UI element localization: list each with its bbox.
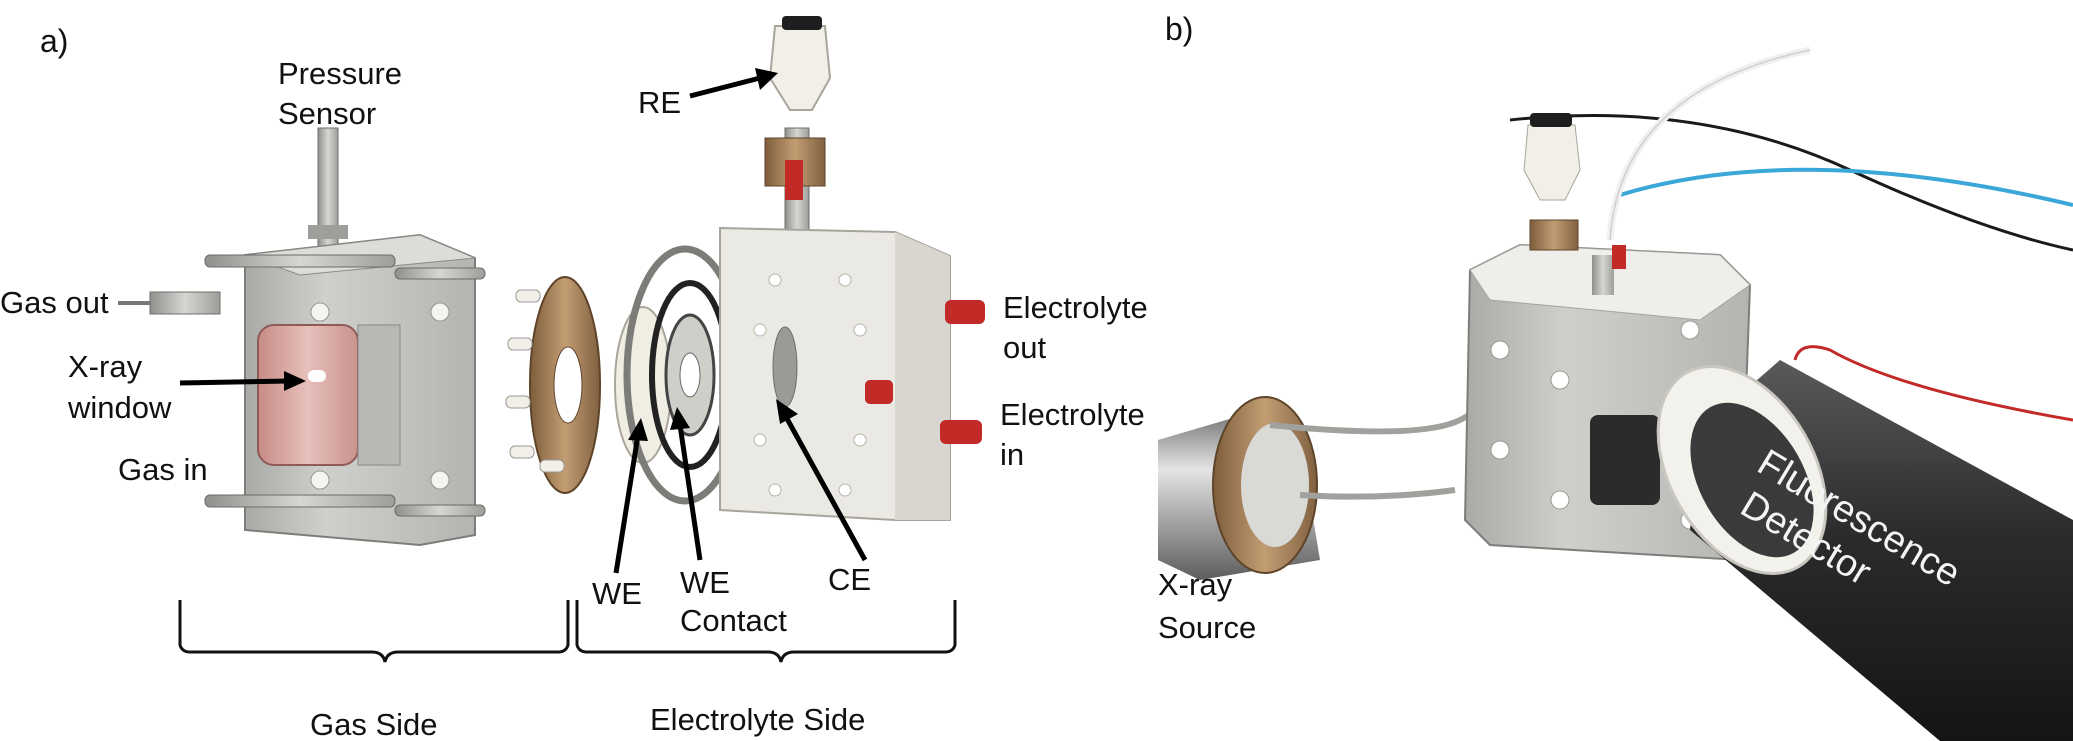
- xray-source-label-1: X-ray: [1158, 567, 1233, 602]
- pressure-sensor-label-2: Sensor: [278, 96, 376, 131]
- we-contact-arrowhead: [670, 407, 690, 430]
- we-contact-label-2: Contact: [680, 603, 787, 638]
- cell-assembly: [1463, 113, 1752, 562]
- electrolyte-out-label-2: out: [1003, 330, 1046, 365]
- ce-label: CE: [828, 562, 871, 597]
- electrolyte-side-block: [719, 16, 951, 521]
- fluorescence-detector: [1656, 360, 2073, 741]
- electrolyte-in-label-2: in: [1000, 437, 1024, 472]
- ce-arrow: [782, 413, 868, 562]
- gas-side-brace: [178, 600, 570, 663]
- gas-in-label: Gas in: [118, 452, 208, 487]
- gas-side-block: [118, 127, 486, 547]
- xray-source-label-2: Source: [1158, 610, 1256, 645]
- we-contact-label-1: WE: [680, 565, 730, 600]
- electrolyte-side-brace: [575, 600, 957, 663]
- ce-arrowhead: [776, 399, 798, 424]
- we-label: WE: [592, 576, 642, 611]
- re-label: RE: [638, 85, 681, 120]
- we-arrow: [613, 434, 641, 574]
- we-arrowhead: [628, 418, 648, 441]
- xray-window-arrow: [179, 378, 291, 386]
- panel-label-a: a): [40, 23, 68, 59]
- xray-window-arrowhead: [284, 371, 306, 391]
- electrolyte-out-label-1: Electrolyte: [1003, 290, 1148, 325]
- xray-source-tube: [1158, 376, 1518, 580]
- gas-out-label: Gas out: [0, 285, 109, 320]
- re-arrow: [689, 75, 761, 99]
- we-contact-arrow: [677, 424, 703, 561]
- electrolyte-in-label-1: Electrolyte: [1000, 397, 1145, 432]
- xray-window-label-2: window: [67, 390, 172, 425]
- gas-side-label: Gas Side: [310, 707, 438, 741]
- xray-window-label-1: X-ray: [68, 349, 143, 384]
- cables: [1509, 46, 2073, 422]
- panel-label-b: b): [1165, 11, 1193, 47]
- electrolyte-side-label: Electrolyte Side: [650, 702, 865, 737]
- electrolyte-caps: [940, 300, 985, 444]
- bronze-flange: [505, 276, 601, 494]
- pressure-sensor-label-1: Pressure: [278, 56, 402, 91]
- re-arrowhead: [755, 68, 778, 90]
